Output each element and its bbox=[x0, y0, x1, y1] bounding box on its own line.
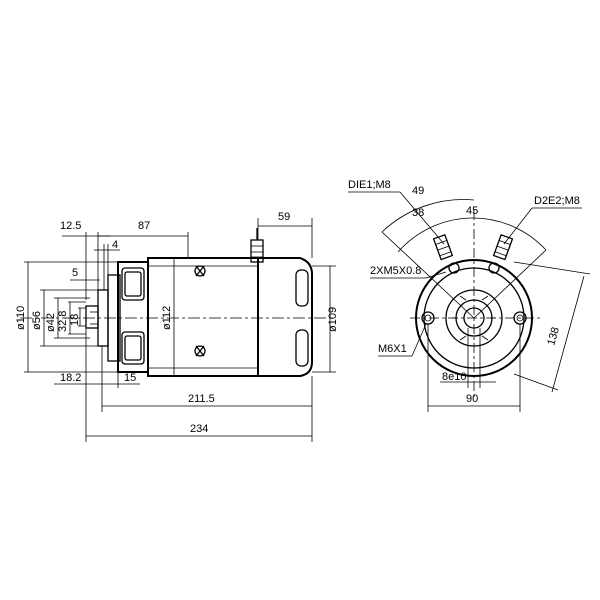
flange-ring bbox=[107, 274, 121, 362]
dim-234: 234 bbox=[190, 423, 208, 435]
label-terminal2: D2E2;M8 bbox=[534, 195, 580, 207]
dim-59: 59 bbox=[278, 211, 290, 223]
dim-12-5: 12.5 bbox=[60, 220, 81, 232]
side-view: 12.5 87 4 59 5 ø110 ø56 ø42 bbox=[15, 211, 339, 442]
brush-end-cap bbox=[257, 257, 313, 377]
arc-49 bbox=[381, 199, 475, 233]
bolt-boss-top bbox=[121, 267, 145, 301]
arc-38 bbox=[397, 217, 475, 253]
terminal-1 bbox=[432, 233, 454, 261]
dim-18-2: 18.2 bbox=[60, 372, 81, 384]
terminal-boss-1 bbox=[448, 262, 460, 274]
dim-109: ø109 bbox=[327, 307, 339, 332]
label-angle45: 45 bbox=[466, 205, 478, 217]
dim-211-5: 211.5 bbox=[188, 393, 215, 405]
label-holes: 2XM5X0.8 bbox=[370, 265, 421, 277]
dim-18: 18 bbox=[69, 314, 81, 326]
arc-45 bbox=[473, 217, 547, 251]
bolt-boss-top-inner bbox=[124, 271, 142, 297]
vent-slot-bottom bbox=[295, 329, 309, 367]
dim-5: 5 bbox=[72, 267, 78, 279]
bolt-boss-bottom bbox=[121, 331, 145, 365]
dim-4: 4 bbox=[112, 239, 118, 251]
dim-138: 138 bbox=[545, 326, 562, 347]
label-terminal1: DIE1;M8 bbox=[348, 179, 391, 191]
label-angle49: 49 bbox=[412, 185, 424, 197]
dim-112: ø112 bbox=[161, 306, 173, 330]
dim-56: ø56 bbox=[31, 311, 43, 330]
dim-8e10: 8e10 bbox=[442, 371, 466, 383]
dim-15: 15 bbox=[124, 372, 136, 384]
label-mount: M6X1 bbox=[378, 343, 407, 355]
dim-87: 87 bbox=[138, 220, 150, 232]
stud-top bbox=[194, 265, 206, 277]
label-angle38: 38 bbox=[412, 207, 424, 219]
vent-slot-top bbox=[295, 269, 309, 307]
shaft-stub bbox=[85, 305, 99, 329]
terminal-boss-2 bbox=[488, 262, 500, 274]
bolt-boss-bottom-inner bbox=[124, 335, 142, 361]
terminal-post bbox=[250, 228, 264, 263]
dim-42: ø42 bbox=[45, 313, 57, 332]
terminal-2 bbox=[492, 233, 514, 261]
end-view: DIE1;M8 49 38 45 D2E2;M8 2XM5X0.8 M6X1 1… bbox=[348, 179, 591, 412]
dim-110: ø110 bbox=[15, 306, 27, 330]
stud-bottom bbox=[194, 345, 206, 357]
dim-32-8: 32.8 bbox=[57, 311, 69, 332]
dim-90: 90 bbox=[466, 393, 478, 405]
